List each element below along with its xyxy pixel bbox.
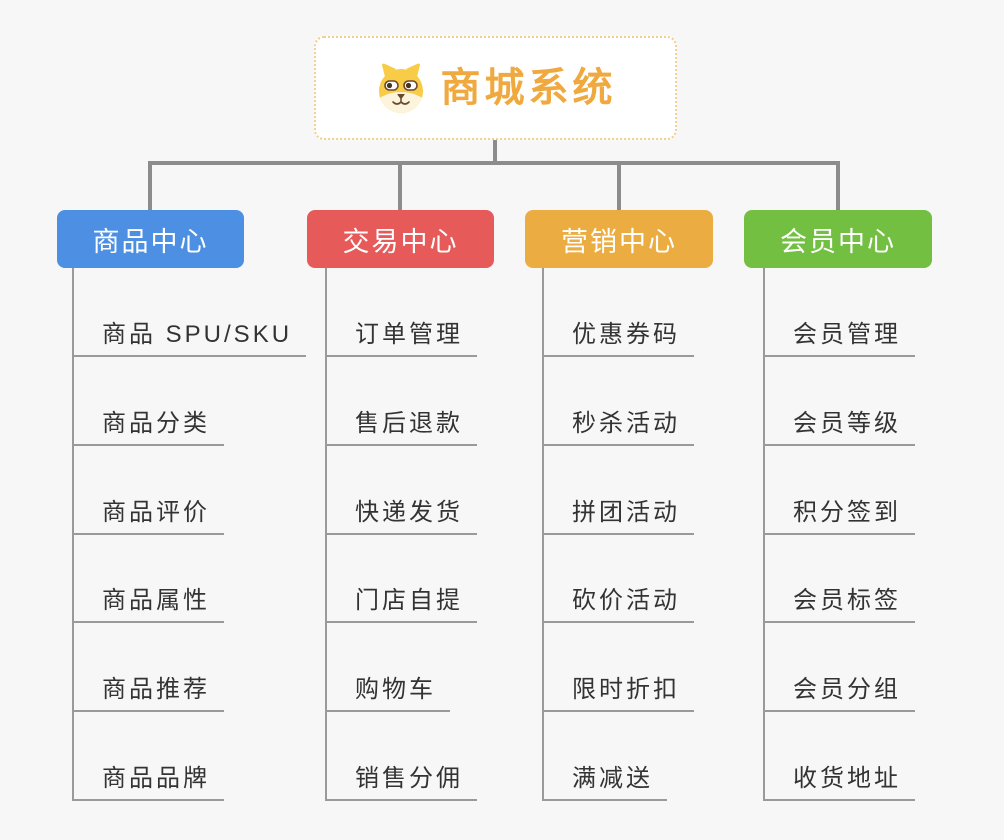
leaf-item[interactable]: 商品评价 <box>72 495 224 535</box>
root-title: 商城系统 <box>440 66 617 110</box>
branch-node-member[interactable]: 会员中心 <box>744 210 932 268</box>
leaf-item[interactable]: 会员分组 <box>763 672 915 712</box>
leaf-item[interactable]: 商品推荐 <box>72 672 224 712</box>
leaf-item[interactable]: 快递发货 <box>325 495 477 535</box>
leaf-item[interactable]: 秒杀活动 <box>542 406 694 446</box>
leaf-item[interactable]: 限时折扣 <box>542 672 694 712</box>
branch-label: 商品中心 <box>92 226 209 257</box>
connector-drop-trade <box>398 163 402 210</box>
branch-label: 营销中心 <box>561 226 677 257</box>
connector-root-stem <box>493 140 497 163</box>
leaf-item[interactable]: 商品属性 <box>72 583 224 623</box>
leaf-item[interactable]: 售后退款 <box>325 406 477 446</box>
leaf-item[interactable]: 优惠券码 <box>542 317 694 357</box>
root-node[interactable]: 商城系统 <box>314 36 677 140</box>
leaf-item[interactable]: 商品 SPU/SKU <box>72 317 307 357</box>
leaf-item[interactable]: 商品品牌 <box>72 761 224 801</box>
leaf-item[interactable]: 购物车 <box>325 672 450 712</box>
connector-drop-product <box>148 163 152 210</box>
branch-node-product[interactable]: 商品中心 <box>57 210 244 268</box>
leaf-item[interactable]: 会员标签 <box>763 583 915 623</box>
leaf-item[interactable]: 商品分类 <box>72 406 224 446</box>
leaf-item[interactable]: 满减送 <box>542 761 667 801</box>
connector-drop-marketing <box>617 163 621 210</box>
branch-label: 交易中心 <box>342 226 459 257</box>
leaf-item[interactable]: 门店自提 <box>325 583 477 623</box>
leaf-item[interactable]: 销售分佣 <box>325 761 477 801</box>
branch-node-marketing[interactable]: 营销中心 <box>525 210 713 268</box>
dog-face-icon <box>375 63 427 113</box>
connector-drop-member <box>836 163 840 210</box>
leaf-item[interactable]: 会员管理 <box>763 317 915 357</box>
branch-node-trade[interactable]: 交易中心 <box>307 210 494 268</box>
leaf-item[interactable]: 订单管理 <box>325 317 477 357</box>
leaf-item[interactable]: 积分签到 <box>763 495 915 535</box>
leaf-item[interactable]: 砍价活动 <box>542 583 694 623</box>
leaf-item[interactable]: 拼团活动 <box>542 495 694 535</box>
connector-horizontal-bar <box>148 161 840 165</box>
branch-label: 会员中心 <box>780 226 896 257</box>
leaf-item[interactable]: 收货地址 <box>763 761 915 801</box>
leaf-item[interactable]: 会员等级 <box>763 406 915 446</box>
